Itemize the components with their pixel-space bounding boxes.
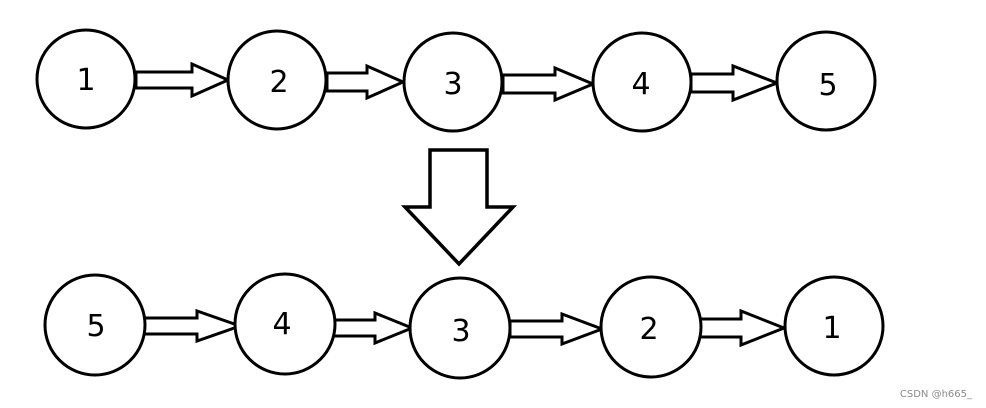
bottom-node-3: 3 xyxy=(408,276,512,380)
bottom-node-4-label: 4 xyxy=(272,307,291,342)
top-arrow-2-3 xyxy=(325,63,407,101)
bottom-row-arrows xyxy=(142,308,789,348)
top-arrow-3-4 xyxy=(501,65,597,103)
bottom-arrow-3-2 xyxy=(508,311,607,347)
bottom-arrow-5-4 xyxy=(142,308,245,344)
bottom-node-5-label: 5 xyxy=(86,309,105,344)
top-node-5: 5 xyxy=(775,30,877,132)
bottom-node-2-label: 2 xyxy=(639,312,658,347)
top-row: 1 2 3 4 5 xyxy=(35,28,877,133)
top-node-1-label: 1 xyxy=(76,63,95,98)
bottom-node-4: 4 xyxy=(233,272,337,376)
top-arrow-1-2 xyxy=(134,61,232,99)
bottom-node-2: 2 xyxy=(599,275,703,379)
top-node-2-label: 2 xyxy=(269,65,288,100)
bottom-arrow-2-1 xyxy=(696,308,789,348)
top-node-3: 3 xyxy=(402,31,504,133)
top-arrow-4-5 xyxy=(689,63,782,103)
reverse-down-arrow xyxy=(400,148,518,267)
bottom-node-3-label: 3 xyxy=(451,314,470,349)
bottom-arrow-4-3 xyxy=(331,310,416,346)
bottom-node-1: 1 xyxy=(783,275,885,377)
top-node-4: 4 xyxy=(591,31,693,133)
top-node-3-label: 3 xyxy=(443,67,462,102)
watermark: CSDN @h665_ xyxy=(899,389,972,400)
top-node-1: 1 xyxy=(35,28,137,130)
bottom-node-5: 5 xyxy=(43,273,147,377)
top-node-4-label: 4 xyxy=(631,67,650,102)
top-row-arrows xyxy=(134,61,782,103)
bottom-row: 5 4 3 2 1 xyxy=(43,272,885,380)
bottom-node-1-label: 1 xyxy=(822,311,841,346)
top-node-5-label: 5 xyxy=(818,68,837,103)
top-node-2: 2 xyxy=(226,29,328,131)
